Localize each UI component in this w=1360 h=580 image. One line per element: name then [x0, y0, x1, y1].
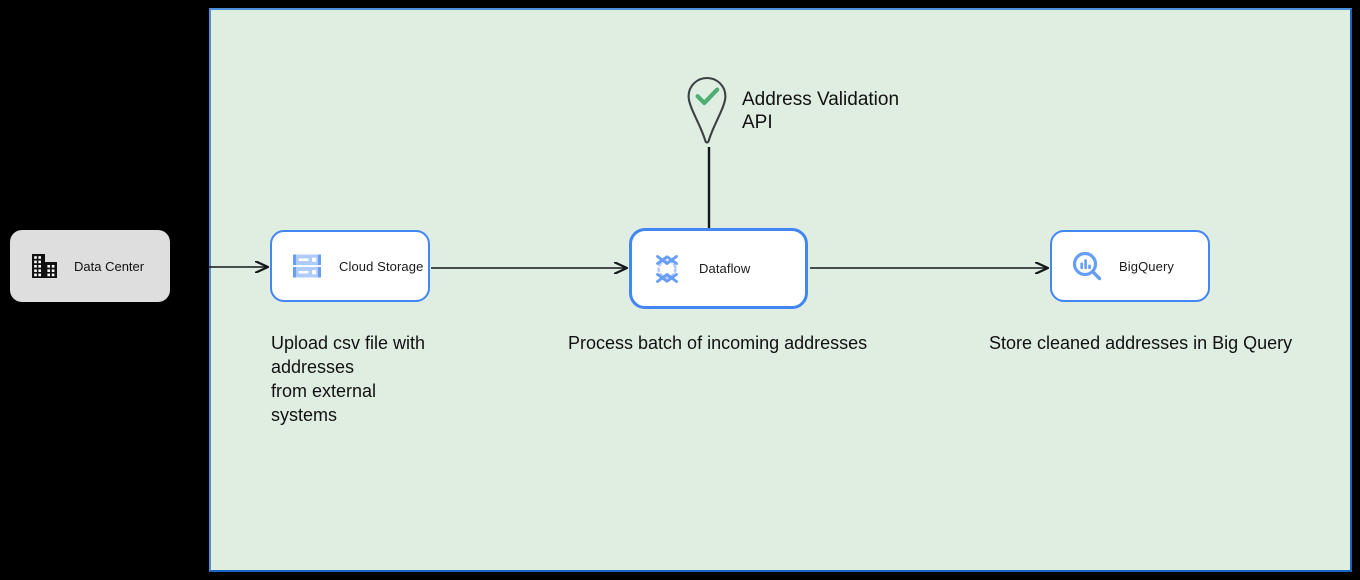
node-cloud-storage-label: Cloud Storage: [339, 258, 424, 274]
dataflow-icon: [649, 251, 685, 287]
caption-dataflow: Process batch of incoming addresses: [568, 333, 868, 353]
node-dataflow-label: Dataflow: [699, 261, 751, 276]
node-data-center[interactable]: Data Center: [10, 230, 170, 302]
node-bigquery[interactable]: BigQuery: [1050, 230, 1210, 302]
node-cloud-storage[interactable]: Cloud Storage: [270, 230, 430, 302]
cloud-storage-icon: [289, 248, 325, 284]
map-pin-check-icon: [684, 74, 730, 146]
node-data-center-label: Data Center: [74, 258, 145, 274]
caption-cloud-storage: Upload csv file with addresses from exte…: [271, 333, 426, 425]
caption-bigquery: Store cleaned addresses in Big Query: [989, 333, 1293, 353]
node-address-validation-api[interactable]: Address Validation API: [684, 74, 899, 146]
address-validation-api-label: Address Validation API: [742, 89, 900, 133]
node-bigquery-label: BigQuery: [1119, 258, 1174, 274]
node-dataflow[interactable]: Dataflow: [629, 228, 808, 309]
data-center-building-icon: [30, 251, 60, 281]
bigquery-icon: [1069, 248, 1105, 284]
